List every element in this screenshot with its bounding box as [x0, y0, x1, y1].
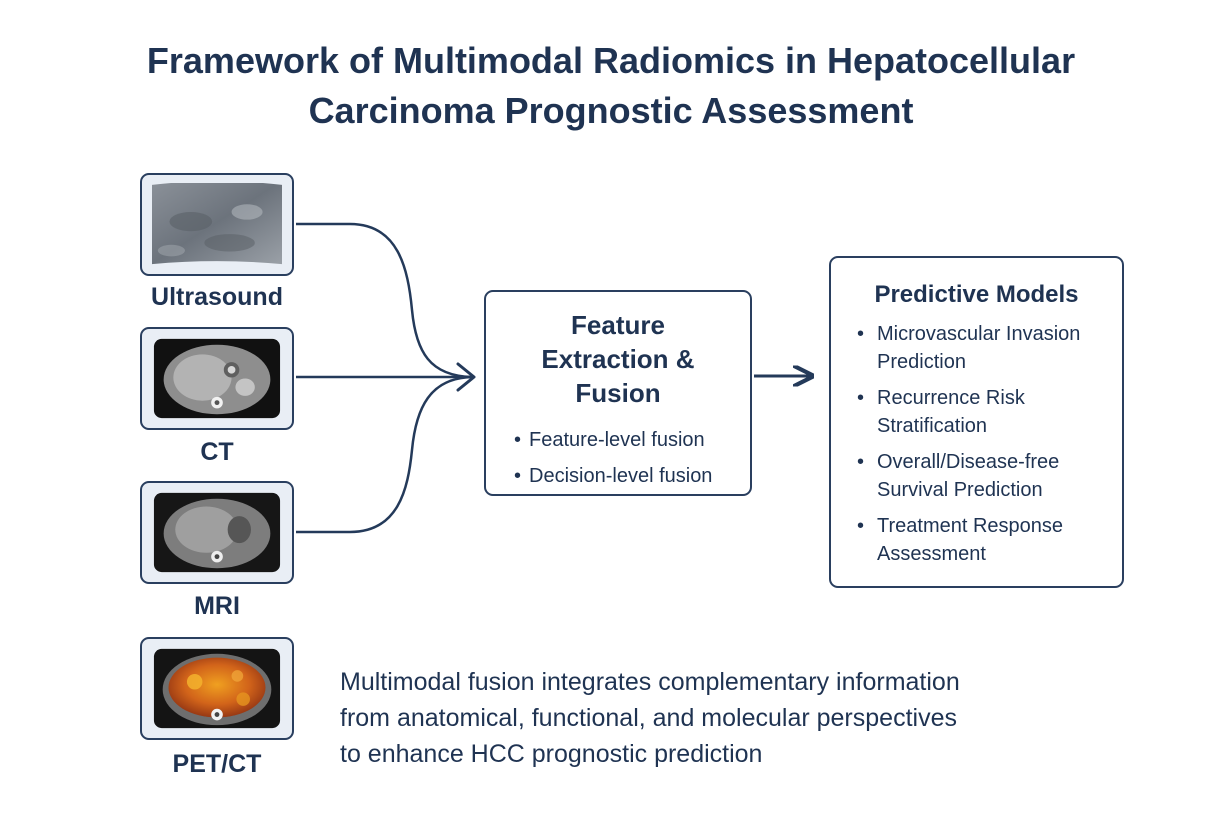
- model-item-recurrence-risk: Recurrence Risk Stratification: [839, 384, 1114, 440]
- ultrasound-label: Ultrasound: [151, 283, 283, 311]
- framework-footnote: Multimodal fusion integrates complementa…: [340, 664, 1180, 772]
- predictive-models-box: Predictive Models Microvascular Invasion…: [829, 256, 1124, 588]
- model-item-survival-prediction: Overall/Disease-free Survival Prediction: [839, 448, 1114, 504]
- footnote-line: to enhance HCC prognostic prediction: [340, 740, 763, 768]
- pet-ct-scan-image: [153, 648, 281, 729]
- model-item-microvascular-invasion: Microvascular Invasion Prediction: [839, 320, 1114, 376]
- fusion-arrow-in: [456, 362, 476, 392]
- diagram-title: Framework of Multimodal Radiomics in Hep…: [0, 36, 1222, 136]
- pet-ct-image-card: [140, 637, 294, 740]
- mri-label: MRI: [194, 592, 240, 620]
- pet-ct-label: PET/CT: [172, 750, 262, 778]
- fusion-title-line: Extraction &: [541, 344, 695, 374]
- mri-scan-image: [153, 492, 281, 573]
- model-item-treatment-response: Treatment Response Assessment: [839, 512, 1114, 568]
- fusion-list: Feature-level fusion Decision-level fusi…: [498, 422, 738, 494]
- title-line-2: Carcinoma Prognostic Assessment: [308, 90, 914, 131]
- feature-fusion-box: Feature Extraction & Fusion Feature-leve…: [484, 290, 752, 496]
- fusion-item-decision-level: Decision-level fusion: [498, 458, 738, 494]
- ct-label: CT: [200, 438, 234, 466]
- title-line-1: Framework of Multimodal Radiomics in Hep…: [146, 40, 1076, 81]
- fusion-item-feature-level: Feature-level fusion: [498, 422, 738, 458]
- fusion-title-line: Feature: [571, 310, 665, 340]
- ct-image-card: [140, 327, 294, 430]
- ct-scan-image: [153, 338, 281, 419]
- models-list: Microvascular Invasion Prediction Recurr…: [839, 320, 1114, 568]
- footnote-line: from anatomical, functional, and molecul…: [340, 704, 957, 732]
- predictive-models-title: Predictive Models: [874, 281, 1079, 308]
- feature-fusion-title: Feature Extraction & Fusion: [498, 308, 738, 410]
- ultrasound-image: [152, 183, 282, 265]
- ultrasound-image-card: [140, 173, 294, 276]
- fusion-title-line: Fusion: [575, 378, 661, 408]
- footnote-line: Multimodal fusion integrates complementa…: [340, 668, 960, 696]
- mri-image-card: [140, 481, 294, 584]
